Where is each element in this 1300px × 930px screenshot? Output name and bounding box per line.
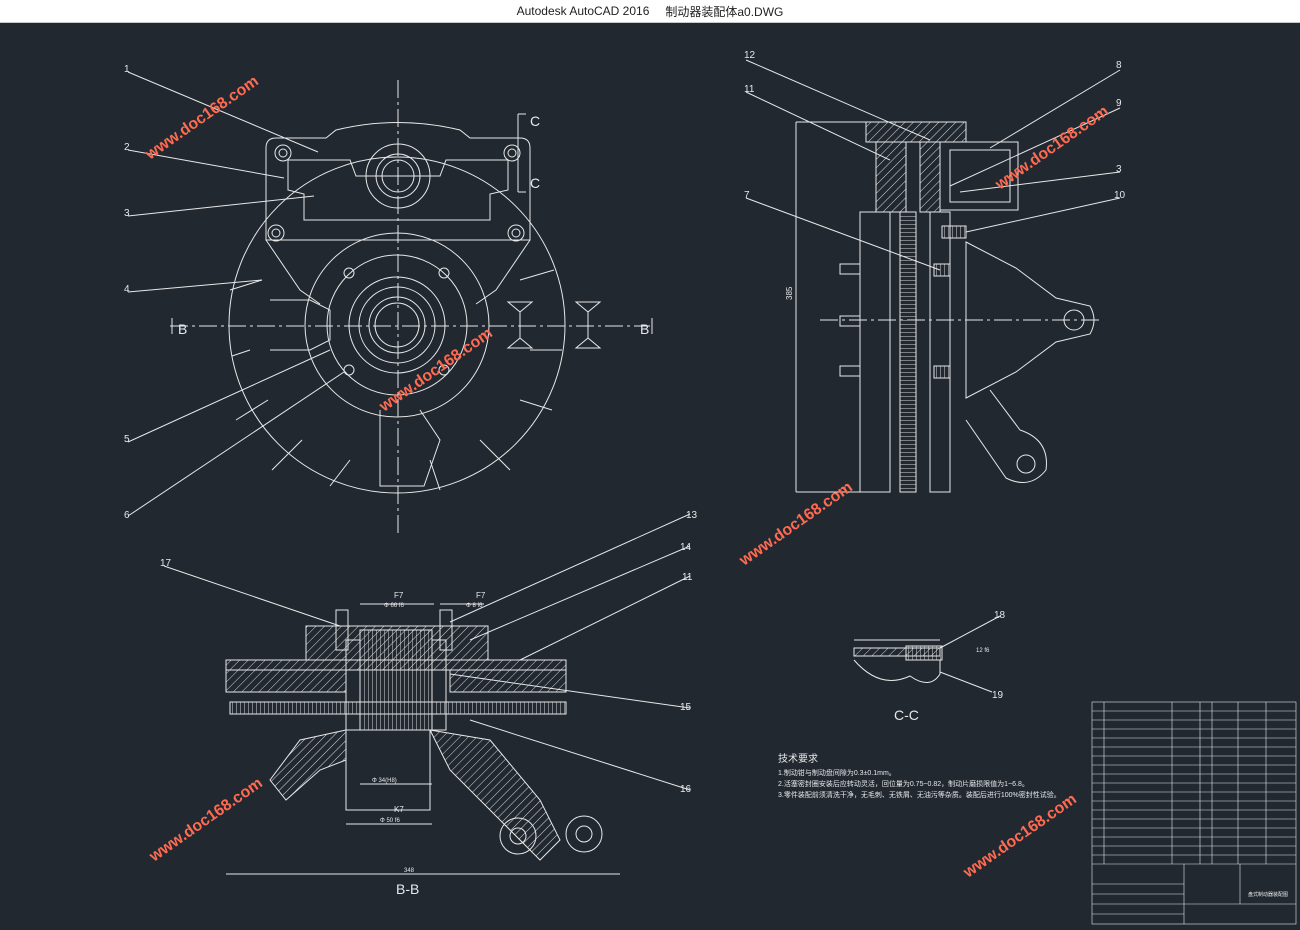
callout-2: 2 bbox=[124, 142, 130, 153]
section-b-right: B bbox=[640, 321, 649, 337]
section-cc-view bbox=[853, 615, 1001, 693]
callout-9: 9 bbox=[1116, 98, 1122, 109]
side-view bbox=[745, 59, 1121, 493]
dim-bottom-value: Φ 50 f6 bbox=[380, 818, 400, 824]
callout-11b: 11 bbox=[682, 572, 693, 583]
tech-note-3: 3.零件装配前须清洗干净，无毛刺、无铁屑、无油污等杂质。装配后进行100%密封性… bbox=[778, 790, 1061, 799]
title-block bbox=[1091, 701, 1297, 925]
callout-8: 8 bbox=[1116, 60, 1122, 71]
tech-notes-heading: 技术要求 bbox=[778, 752, 818, 765]
dim-top-right-value: Φ 8 f6 bbox=[466, 603, 483, 609]
dim-bottom: K7 bbox=[394, 805, 404, 814]
callout-17: 17 bbox=[160, 558, 172, 569]
callout-7: 7 bbox=[744, 190, 750, 201]
callout-12: 12 bbox=[744, 50, 756, 61]
callout-14: 14 bbox=[680, 542, 692, 553]
tech-note-2: 2.活塞密封圈安装后应转动灵活，回位量为0.75~0.82，制动片磨损限值为1~… bbox=[778, 779, 1029, 788]
callout-5: 5 bbox=[124, 434, 130, 445]
drawing-title: 盘式制动器装配图 bbox=[1248, 891, 1288, 898]
callout-1: 1 bbox=[124, 64, 130, 75]
watermark-6: www.doc168.com bbox=[960, 791, 1080, 882]
app-name: Autodesk AutoCAD 2016 bbox=[516, 4, 650, 18]
section-bb-view bbox=[163, 513, 691, 875]
front-view-labels: 1 2 3 4 5 6 C C B B bbox=[124, 64, 649, 521]
watermark-1: www.doc168.com bbox=[142, 73, 262, 164]
section-c-top: C bbox=[530, 113, 540, 129]
dim-mid: Φ 34(H8) bbox=[372, 778, 397, 784]
callout-11: 11 bbox=[744, 84, 755, 95]
section-cc-title: C-C bbox=[894, 707, 919, 723]
callout-18: 18 bbox=[994, 610, 1006, 621]
watermark-4: www.doc168.com bbox=[736, 479, 856, 570]
callout-16: 16 bbox=[680, 784, 692, 795]
dim-top-left-value: Φ 66 f6 bbox=[384, 603, 404, 609]
dim-top-left: F7 bbox=[394, 591, 404, 600]
drawing-canvas[interactable]: 1 2 3 4 5 6 C C B B bbox=[0, 22, 1300, 926]
dim-cc: 12 f6 bbox=[976, 648, 990, 654]
window-titlebar: Autodesk AutoCAD 2016 制动器装配体a0.DWG bbox=[0, 0, 1300, 23]
section-c-bottom: C bbox=[530, 175, 540, 191]
dim-top-right: F7 bbox=[476, 591, 486, 600]
callout-13: 13 bbox=[686, 510, 698, 521]
side-view-labels: 12 11 7 8 9 3 10 385 bbox=[744, 50, 1126, 300]
watermark-2: www.doc168.com bbox=[376, 325, 496, 416]
section-bb-title: B-B bbox=[396, 881, 419, 897]
callout-19: 19 bbox=[992, 690, 1004, 701]
tech-note-1: 1.制动钳与制动盘间隙为0.3±0.1mm。 bbox=[778, 768, 896, 777]
callout-10: 10 bbox=[1114, 190, 1126, 201]
cad-drawing[interactable]: 1 2 3 4 5 6 C C B B bbox=[0, 22, 1300, 926]
tech-notes: 技术要求 1.制动钳与制动盘间隙为0.3±0.1mm。 2.活塞密封圈安装后应转… bbox=[778, 752, 1061, 799]
section-cc-labels: 18 19 12 f6 C-C bbox=[894, 610, 1006, 723]
callout-15: 15 bbox=[680, 702, 692, 713]
section-b-left: B bbox=[178, 321, 187, 337]
callout-3b: 3 bbox=[1116, 164, 1122, 175]
title-block-text: 盘式制动器装配图 bbox=[1248, 891, 1288, 898]
file-name: 制动器装配体a0.DWG bbox=[665, 4, 784, 19]
callout-3: 3 bbox=[124, 208, 130, 219]
dim-height: 385 bbox=[785, 286, 794, 300]
section-bb-labels: 17 13 14 11 15 16 F7 Φ 66 f6 F7 Φ 8 f6 Φ… bbox=[160, 510, 698, 897]
callout-6: 6 bbox=[124, 510, 130, 521]
front-view bbox=[127, 71, 653, 536]
dim-overall: 348 bbox=[404, 868, 415, 874]
callout-4: 4 bbox=[124, 284, 130, 295]
watermark-5: www.doc168.com bbox=[146, 775, 266, 866]
